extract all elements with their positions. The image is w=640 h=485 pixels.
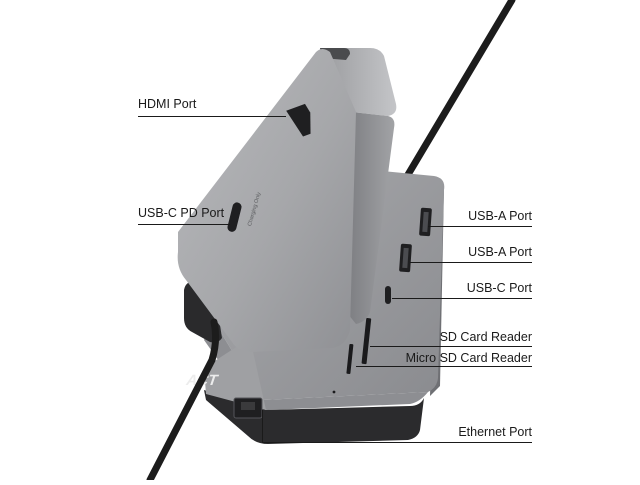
sd-card-reader-leader [370,346,532,347]
hdmi-port-label: HDMI Port [138,97,197,111]
cable [402,0,516,182]
usb-a-port-2-label: USB-A Port [468,245,532,259]
upper-module: Charging Only [177,48,397,352]
microsd-card-reader-leader [356,366,532,367]
usb-a-port-2-leader [410,262,532,263]
usb-c-pd-port-shape [227,202,242,232]
sd-card-reader-label: SD Card Reader [439,330,532,344]
usb-a-port-1-label: USB-A Port [468,209,532,223]
usb-c-port-leader [392,298,532,299]
ethernet-port-label: Ethernet Port [458,425,532,439]
ethernet-port-leader-vertical [262,410,263,442]
usb-c-port-label: USB-C Port [466,281,532,295]
cable-lower [146,318,220,484]
sd-card-slot-shape [361,318,372,365]
microsd-card-slot-shape [346,343,354,375]
usb-c-port-shape [385,286,391,304]
usb-c-pd-port-label: USB-C PD Port [138,206,225,220]
microsd-card-reader-label: Micro SD Card Reader [405,351,532,365]
usb-c-pd-port-leader [138,224,230,225]
usb-a-port-1-leader [428,226,532,227]
ethernet-port-leader [262,442,532,443]
hdmi-port-leader [138,116,286,117]
hdmi-port-shape [286,103,311,137]
